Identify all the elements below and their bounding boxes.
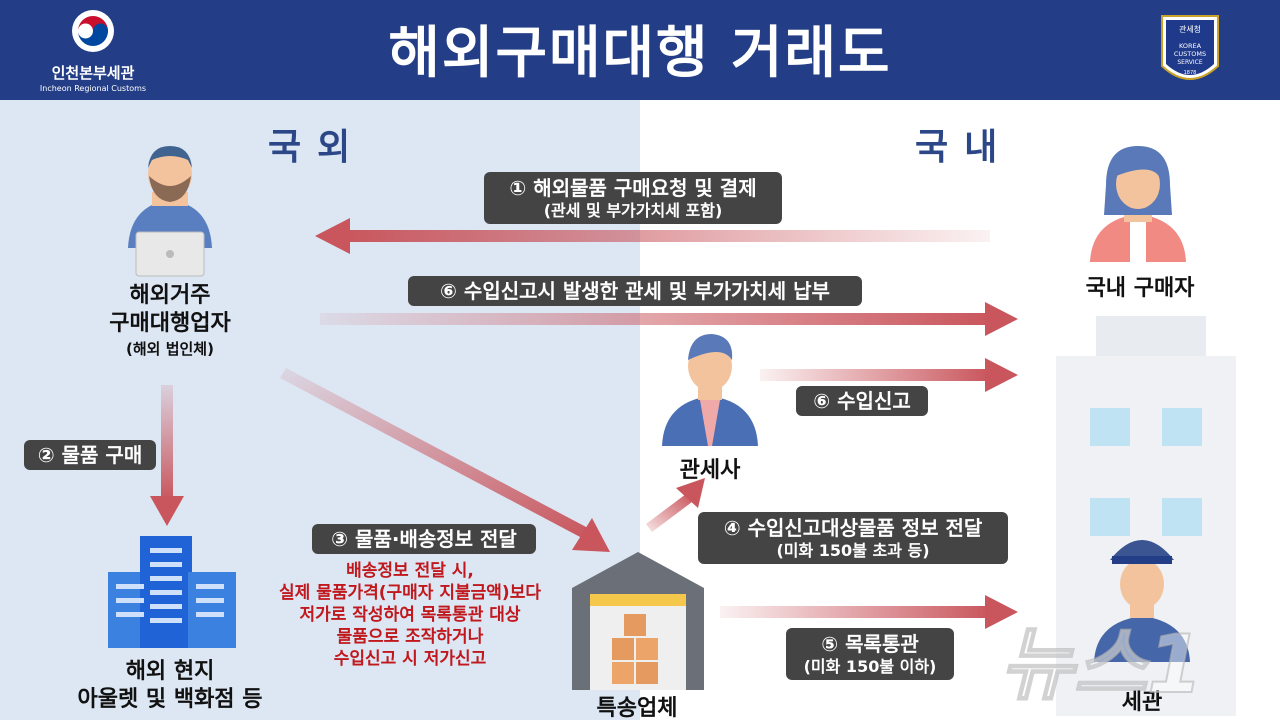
org-name: 인천본부세관 [51,64,135,82]
customs-label: 세관 [1121,690,1163,715]
customs-emblem: 관세청 KOREA CUSTOMS SERVICE 1878 [1161,15,1219,80]
step3-pill: ③ 물품·배송정보 전달 [312,524,536,554]
arrow-step2 [150,385,184,526]
agent-illustration [128,146,212,277]
page-title: 해외구매대행 거래도 [388,21,892,86]
customs-officer-illustration [1094,540,1190,662]
broker-illustration [662,334,758,446]
store-illustration [108,536,236,648]
news-watermark: 뉴스1 [999,617,1204,712]
arrow-step4 [646,478,705,532]
buyer-illustration [1090,146,1186,262]
broker-label: 관세사 [679,458,741,483]
buyer-label: 국내 구매자 [1085,276,1195,301]
agent-label: 해외거주 구매대행업자 (해외 법인체) [109,283,231,358]
arrow-step6a [320,302,1018,336]
emblem-line1: KOREA [1179,42,1202,50]
emblem-line2: CUSTOMS [1174,50,1206,58]
courier-label: 특송업체 [596,696,678,721]
arrow-step6b [760,358,1018,392]
region-domestic: 국내 [915,127,1014,168]
region-overseas: 국외 [268,127,367,168]
warning-note: 배송정보 전달 시, 실제 물품가격(구매자 지불금액)보다 저가로 작성하여 … [279,561,541,669]
step6b-pill: ⑥ 수입신고 [796,386,928,416]
step4-pill: ④ 수입신고대상물품 정보 전달 (미화 150불 초과 등) [698,512,1008,564]
arrow-step3 [280,368,610,552]
emblem-year: 1878 [1184,70,1197,76]
courier-illustration [572,552,704,690]
header-bar [0,0,1280,100]
emblem-line3: SERVICE [1177,59,1203,66]
store-label: 해외 현지 아울렛 및 백화점 등 [77,659,263,712]
taegeuk-icon [72,10,114,52]
step1-pill: ① 해외물품 구매요청 및 결제 (관세 및 부가가치세 포함) [484,172,782,224]
step6a-pill: ⑥ 수입신고시 발생한 관세 및 부가가치세 납부 [408,276,862,306]
emblem-top-text: 관세청 [1179,24,1201,34]
org-logo: 인천본부세관 Incheon Regional Customs [38,8,148,93]
arrow-step5 [720,595,1018,629]
org-name-en: Incheon Regional Customs [39,84,147,93]
step2-pill: ② 물품 구매 [24,440,156,470]
step5-pill: ⑤ 목록통관 (미화 150불 이하) [786,628,954,680]
arrow-step1 [315,218,990,254]
